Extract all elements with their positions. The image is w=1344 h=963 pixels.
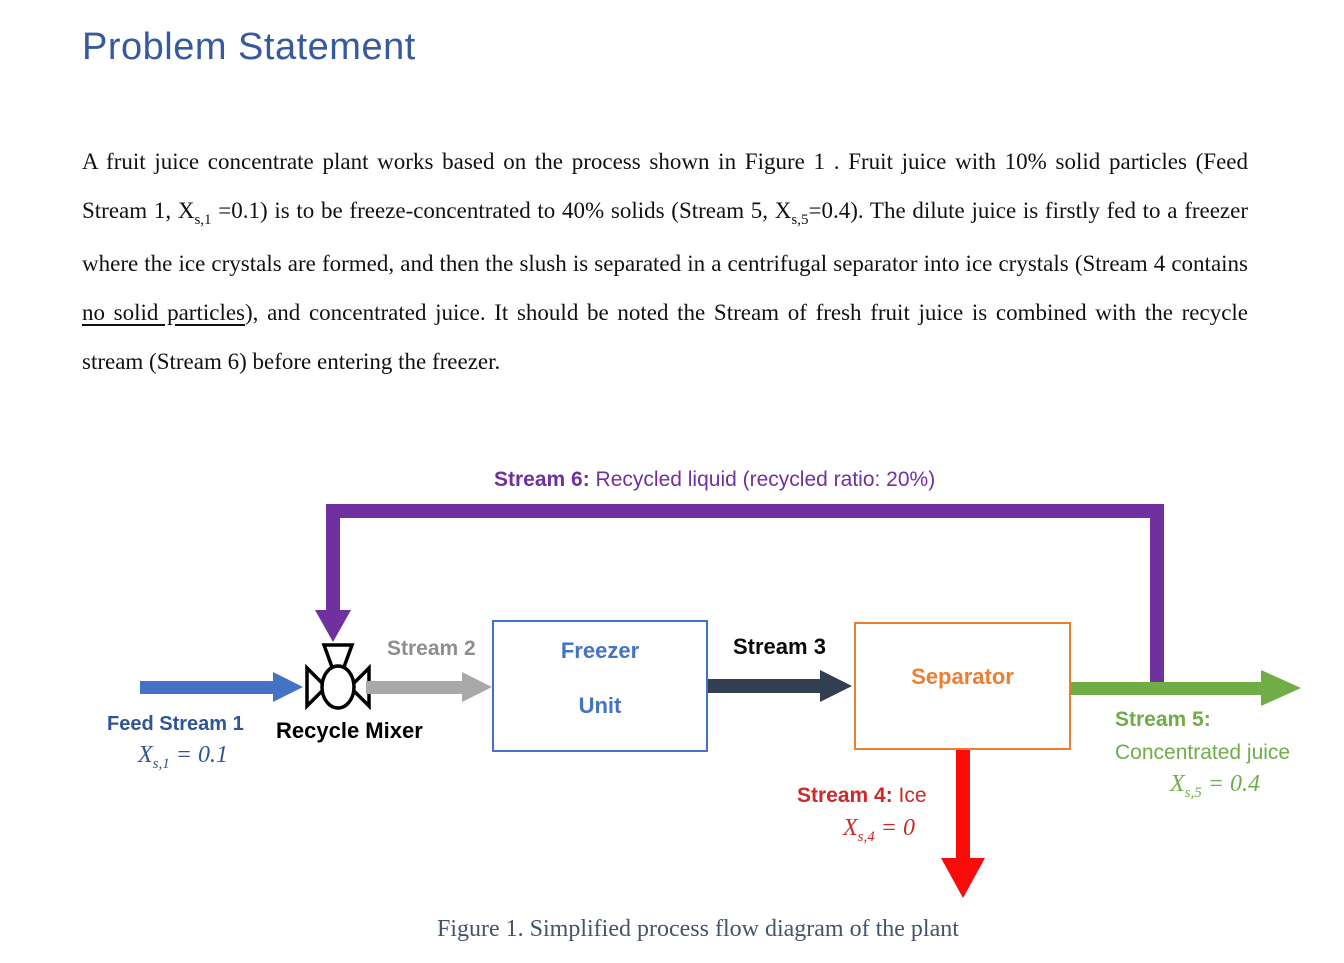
freezer-unit-label-line1: Freezer [560,638,640,663]
paragraph-text: =0.1) is to be freeze-concentrated to 40… [211,198,792,223]
stream5-label: Stream 5: [1115,708,1211,731]
figure-caption: Figure 1. Simplified process flow diagra… [437,916,959,942]
math-variable: X [138,742,153,768]
math-value: = 0 [874,815,915,841]
stream5-solid-fraction: Xs,5 = 0.4 [1170,771,1260,801]
page-title: Problem Statement [82,26,416,68]
stream2-arrowhead-icon [462,672,492,702]
stream1-arrowhead-icon [273,672,303,702]
stream3-arrow-body [708,679,820,693]
recycle-mixer-label: Recycle Mixer [276,718,423,743]
stream6-label-bold: Stream 6: [494,468,590,491]
stream1-label: Feed Stream 1 [107,713,244,735]
stream1-arrow-body [140,681,273,694]
math-subscript: s,1 [152,756,170,772]
underlined-phrase: no solid particles [82,300,245,325]
stream4-solid-fraction: Xs,4 = 0 [843,815,915,845]
stream4-label-text: Ice [892,784,927,807]
stream2-arrow-body [366,681,462,694]
math-variable: X [843,815,858,841]
stream3-label: Stream 3 [733,634,826,659]
stream4-label: Stream 4: Ice [797,784,927,808]
stream3-arrowhead-icon [820,670,852,702]
math-value: = 0.1 [169,742,228,768]
stream6-line-vertical-left [326,504,340,610]
stream1-solid-fraction: Xs,1 = 0.1 [138,742,228,772]
paragraph-text: ), and concentrated juice. It should be … [82,300,1248,374]
separator-box: Separator [854,622,1071,750]
paragraph-text: =0.4). The dilute juice is firstly fed t… [82,198,1249,276]
stream6-line-horizontal [326,504,1164,518]
math-subscript: s,4 [857,829,875,845]
stream4-arrowhead-down-icon [941,858,985,898]
stream5-arrow-body [1071,682,1261,695]
freezer-unit-label-line2: Unit [578,693,622,718]
freezer-unit-box: Freezer Unit [492,620,708,752]
stream4-arrow-body [956,750,970,858]
stream5-arrowhead-icon [1261,670,1301,706]
subscript-s1: s,1 [194,212,212,228]
separator-label: Separator [911,664,1014,689]
paragraph-text: A fruit juice concentrate plant works ba… [82,149,1248,223]
stream6-label: Stream 6: Recycled liquid (recycled rati… [494,468,935,492]
stream6-label-text: Recycled liquid (recycled ratio: 20%) [589,468,936,491]
stream2-label: Stream 2 [387,637,476,660]
stream4-label-bold: Stream 4: [797,784,893,807]
subscript-s5: s,5 [791,212,809,228]
math-value: = 0.4 [1201,771,1260,797]
stream5-description: Concentrated juice [1115,741,1291,764]
problem-paragraph: A fruit juice concentrate plant works ba… [82,137,1248,386]
recycle-mixer-valve-icon [305,643,371,711]
math-subscript: s,5 [1184,785,1202,801]
stream6-arrowhead-down-icon [315,610,351,642]
math-variable: X [1170,771,1185,797]
stream6-line-vertical-right [1150,504,1164,686]
